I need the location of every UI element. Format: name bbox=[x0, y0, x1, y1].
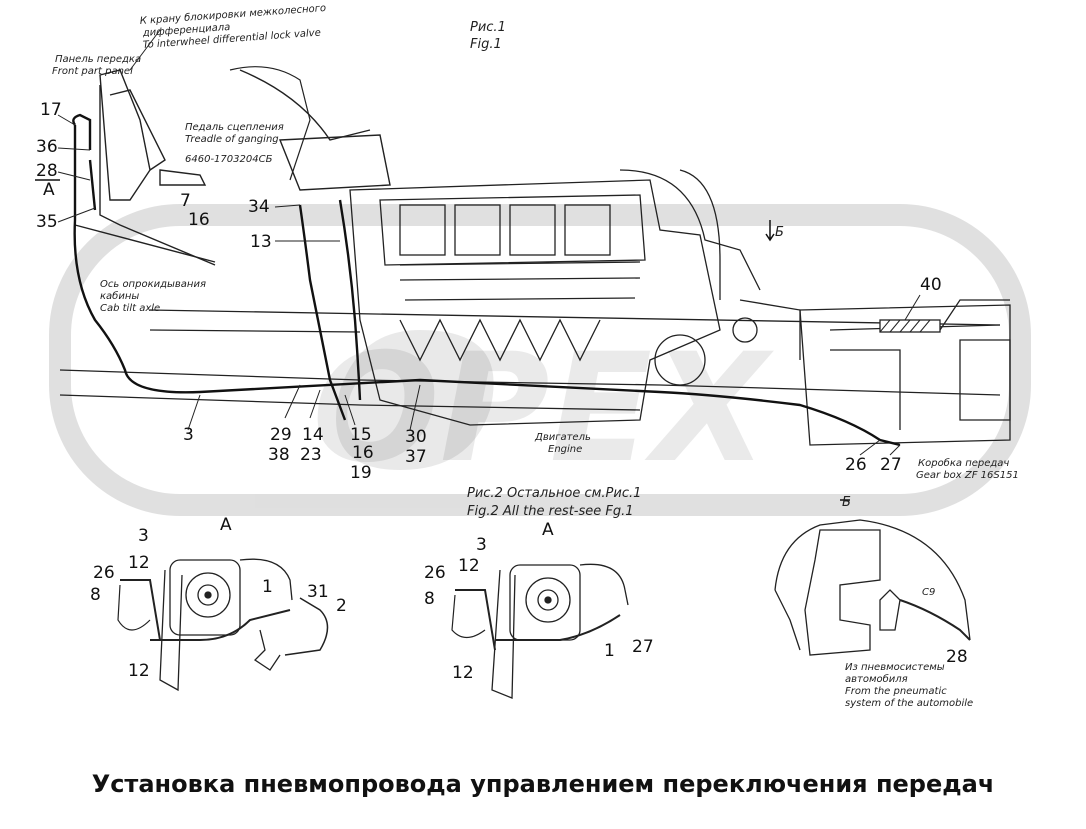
view-a-left: A bbox=[220, 515, 232, 535]
callout-15: 15 bbox=[350, 425, 372, 445]
detail-a-middle bbox=[451, 563, 629, 699]
callout-27: 27 bbox=[880, 455, 902, 475]
pedal-assembly bbox=[74, 29, 391, 266]
callout-29: 29 bbox=[270, 425, 292, 445]
callout-7: 7 bbox=[180, 191, 191, 211]
fig2-ru: Рис.2 Остальное см.Рис.1 bbox=[467, 486, 641, 501]
detail-a-left bbox=[117, 558, 329, 692]
detail-c-callout-28: 28 bbox=[946, 647, 968, 667]
callout-17: 17 bbox=[40, 100, 62, 120]
detail-b-callout-12-bottom: 12 bbox=[452, 663, 474, 683]
view-b-label-bottom: Б bbox=[842, 495, 851, 510]
callout-23: 23 bbox=[300, 445, 322, 465]
detail-a-callout-8: 8 bbox=[90, 585, 101, 605]
detail-b-callout-27: 27 bbox=[632, 637, 654, 657]
part-number: 6460-1703204СБ bbox=[185, 154, 273, 165]
valve-label-ru1: К крану блокировки межколесного bbox=[139, 2, 326, 27]
fig1-ru: Рис.1 bbox=[470, 20, 506, 35]
callout-14: 14 bbox=[302, 425, 324, 445]
detail-a-callout-31: 31 bbox=[307, 582, 329, 602]
callout-38: 38 bbox=[268, 445, 290, 465]
detail-b-right bbox=[774, 519, 971, 656]
callout-34: 34 bbox=[248, 197, 270, 217]
view-a-middle: A bbox=[542, 520, 554, 540]
callout-13: 13 bbox=[250, 232, 272, 252]
callout-3: 3 bbox=[183, 425, 194, 445]
detail-b-callout-1: 1 bbox=[604, 641, 615, 661]
frame-rail bbox=[59, 309, 1001, 411]
detail-a-callout-12-top: 12 bbox=[128, 553, 150, 573]
opex-watermark bbox=[49, 204, 1031, 516]
view-markers bbox=[35, 179, 850, 501]
detail-a-callout-3: 3 bbox=[138, 526, 149, 546]
detail-a-callout-1: 1 bbox=[262, 577, 273, 597]
detail-b-callout-3: 3 bbox=[476, 535, 487, 555]
gearbox-label-en: Gear box ZF 16S151 bbox=[916, 470, 1019, 481]
pneu-label-en1: From the pneumatic bbox=[845, 686, 947, 697]
detail-b-callout-26: 26 bbox=[424, 563, 446, 583]
fig1-en: Fig.1 bbox=[470, 37, 502, 52]
detail-a-callout-2: 2 bbox=[336, 596, 347, 616]
drawing-title: Установка пневмопровода управлением пере… bbox=[91, 770, 995, 798]
axle-label-ru2: кабины bbox=[100, 290, 139, 302]
fig2-en: Fig.2 All the rest-see Fg.1 bbox=[467, 504, 634, 519]
leader-lines bbox=[57, 114, 921, 456]
callout-a: A bbox=[43, 180, 55, 200]
gearbox bbox=[799, 299, 1011, 446]
gearbox-label-ru: Коробка передач bbox=[918, 457, 1009, 469]
callout-16-bottom: 16 bbox=[352, 443, 374, 463]
detail-b-callout-12-top: 12 bbox=[458, 556, 480, 576]
pneu-label-ru1: Из пневмосистемы bbox=[845, 662, 945, 673]
pedal-label-en: Treadle of ganging bbox=[185, 134, 279, 145]
callout-30: 30 bbox=[405, 427, 427, 447]
callout-36: 36 bbox=[36, 137, 58, 157]
detail-b-callout-8: 8 bbox=[424, 589, 435, 609]
detail-a-callout-26: 26 bbox=[93, 563, 115, 583]
callout-37: 37 bbox=[405, 447, 427, 467]
callout-28: 28 bbox=[36, 161, 58, 181]
engine-block bbox=[349, 169, 801, 426]
pneu-label-en2: system of the automobile bbox=[845, 698, 973, 709]
callout-16-top: 16 bbox=[188, 210, 210, 230]
panel-label-ru: Панель передка bbox=[55, 54, 141, 65]
engine-label-en: Engine bbox=[548, 444, 582, 455]
callout-35: 35 bbox=[36, 212, 58, 232]
pneumatic-pipes bbox=[72, 113, 901, 447]
callout-19: 19 bbox=[350, 463, 372, 483]
callout-40: 40 bbox=[920, 275, 942, 295]
engine-label-ru: Двигатель bbox=[534, 432, 591, 443]
detail-a-callout-12-bottom: 12 bbox=[128, 661, 150, 681]
panel-label-en: Front part panel bbox=[52, 66, 133, 77]
watermark-text: OPEX bbox=[312, 322, 774, 496]
axle-label-en: Cab tilt axle bbox=[100, 303, 160, 314]
c9-label: C9 bbox=[922, 587, 935, 598]
callout-26: 26 bbox=[845, 455, 867, 475]
axle-label-ru1: Ось опрокидывания bbox=[100, 279, 206, 290]
pedal-label-ru: Педаль сцепления bbox=[185, 122, 284, 133]
pneu-label-ru2: автомобиля bbox=[845, 673, 908, 685]
view-b-label: Б bbox=[775, 225, 784, 240]
